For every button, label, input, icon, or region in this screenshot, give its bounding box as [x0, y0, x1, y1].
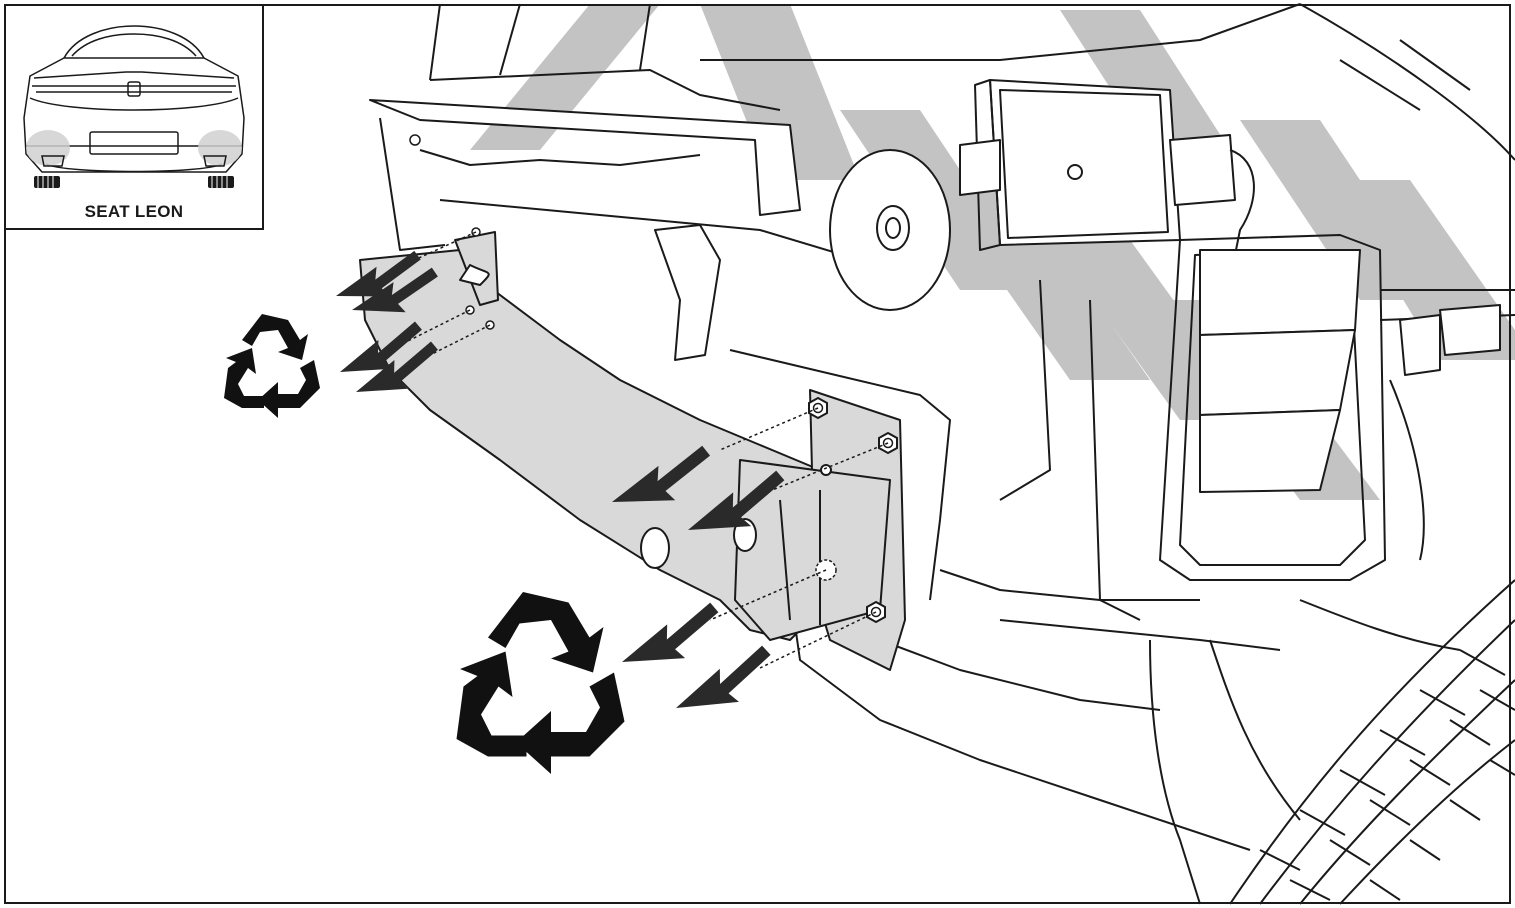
removal-guide-lines — [399, 231, 889, 669]
car-rear-view-icon — [23, 25, 245, 188]
bumper-reinforcement-beam — [359, 231, 906, 671]
vehicle-model-label: SEAT LEON — [84, 202, 184, 221]
recycle-icon — [224, 314, 320, 418]
recycle-icon-large — [456, 592, 625, 774]
vehicle-structure-lineart — [369, 3, 1515, 905]
diagram-border — [4, 4, 1511, 904]
tyre-tread — [1229, 579, 1515, 905]
vehicle-thumbnail: SEAT LEON — [4, 4, 264, 230]
